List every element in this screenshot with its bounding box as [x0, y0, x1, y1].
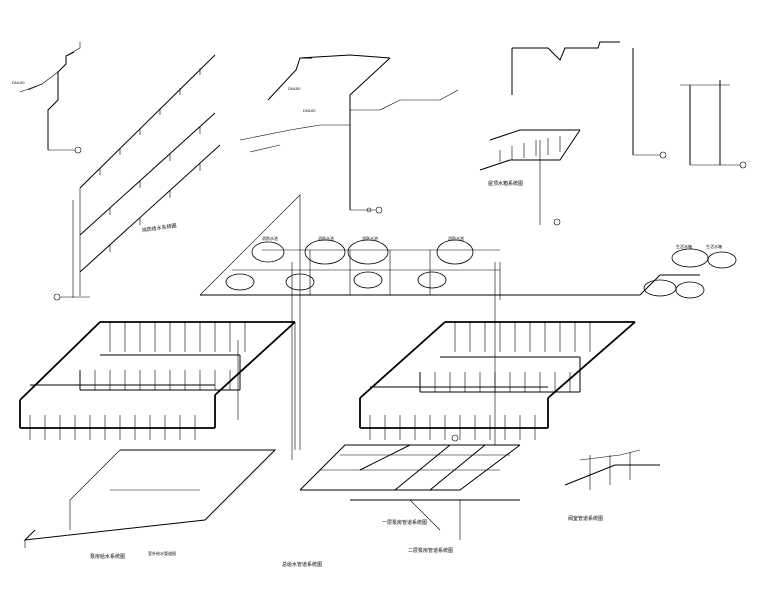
riser-diagram-left: DN100: [12, 42, 82, 154]
ground-pipe-left: 泵房给水系统图 室外给水管道图: [23, 449, 277, 560]
bottom-grid-system: 一层泵房管道系统图 二层泵房管道系统图 总给水管道系统图: [282, 444, 521, 568]
caption-pump-house: 泵房给水系统图: [90, 553, 125, 560]
caption-roof-tank: 屋顶水箱系统图: [488, 180, 523, 187]
caption-pump-room-right: 二层泵房管道系统图: [408, 547, 453, 554]
caption-room-small: 阀室管道系统图: [568, 515, 603, 522]
label-a1: DN100: [12, 80, 25, 85]
main-header-system: 消防水池 消防水池 消防水池 消防水池 生活水箱 生活水箱: [199, 194, 737, 460]
label-c1: DN150: [288, 86, 301, 91]
caption-ground-west: 室外给水管道图: [148, 550, 176, 556]
tank-label-1: 消防水池: [262, 235, 278, 241]
caption-riser-a: 消防给水系统图: [141, 222, 177, 234]
right-pump-room: [359, 321, 636, 442]
riser-far-right: [680, 80, 747, 169]
valve-room-right: 阀室管道系统图: [564, 449, 660, 522]
caption-pump-room-left: 一层泵房管道系统图: [382, 519, 427, 526]
label-c2: DN100: [303, 108, 316, 113]
tank-label-3: 消防水池: [362, 235, 378, 241]
tank-label-4: 消防水池: [448, 235, 464, 241]
tank-label-6: 生活水箱: [706, 243, 722, 249]
center-top-diagram: DN150 DN100: [239, 54, 459, 214]
caption-center-pipe: 总给水管道系统图: [282, 561, 322, 568]
tank-assembly-top-right: 屋顶水箱系统图: [479, 41, 667, 226]
diagonal-pipes: 消防给水系统图: [53, 54, 221, 301]
tank-label-2: 消防水池: [318, 235, 334, 241]
left-pump-room: [19, 321, 296, 450]
tank-label-5: 生活水箱: [676, 243, 692, 249]
